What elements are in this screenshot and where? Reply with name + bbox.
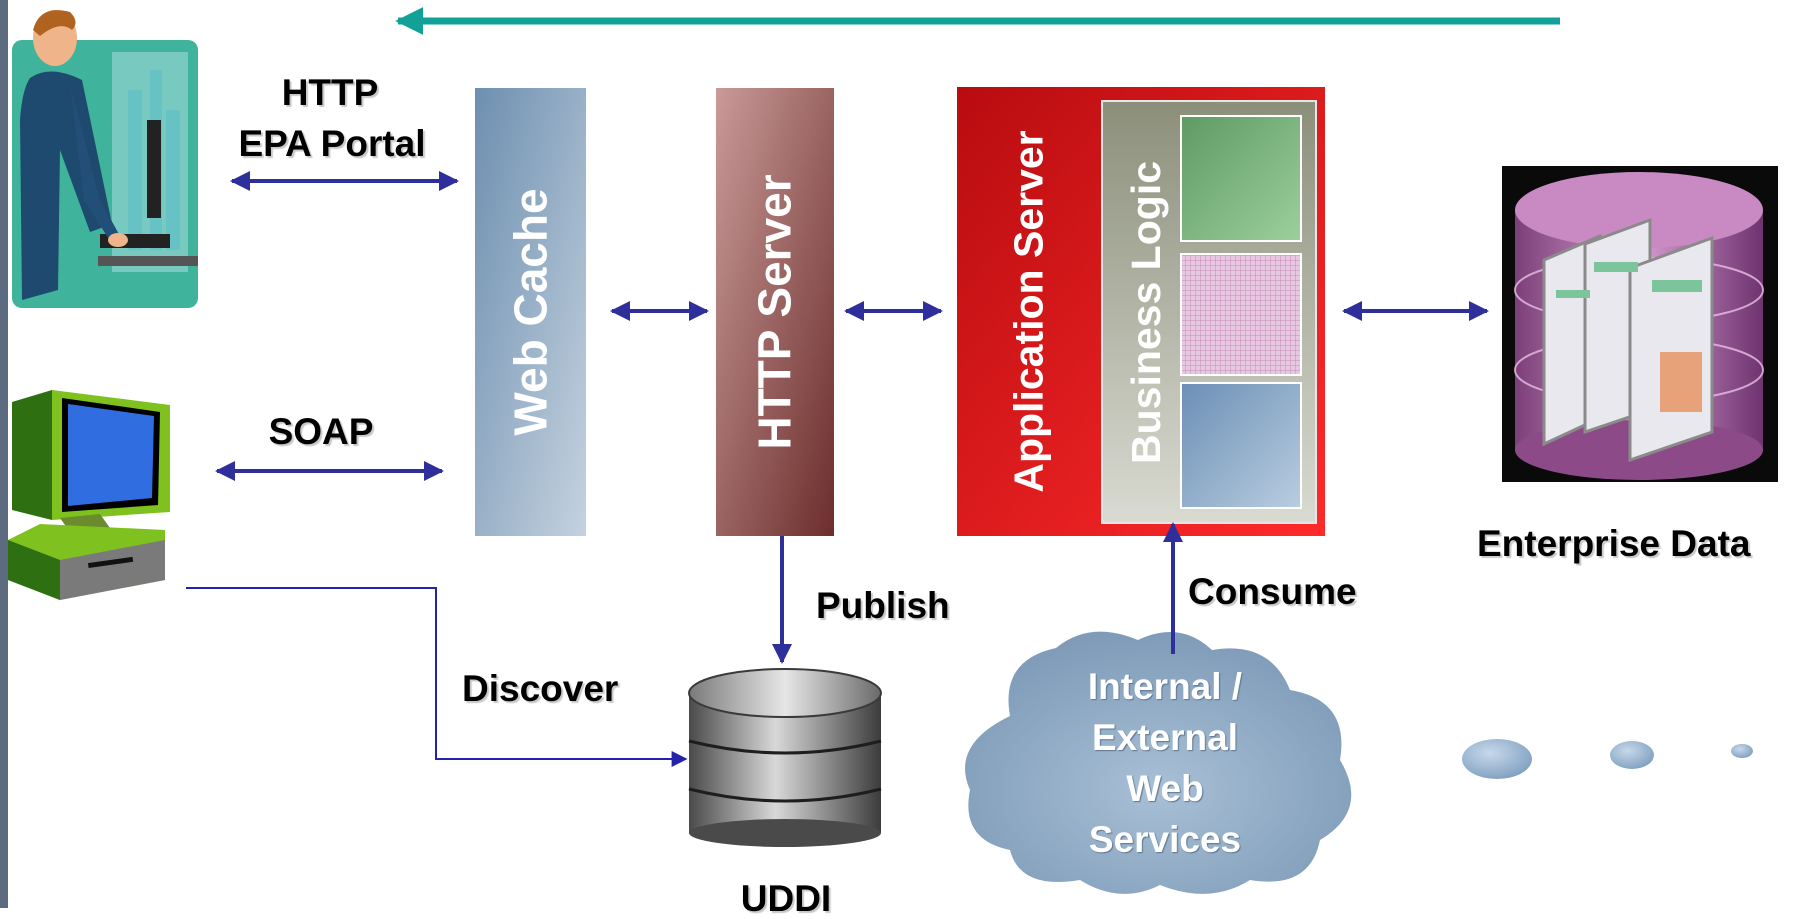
desktop-computer-icon	[8, 390, 170, 600]
epa-portal-label: EPA Portal	[238, 123, 426, 164]
left-edge-strip	[0, 0, 8, 908]
trail-dot-large	[1462, 739, 1532, 779]
application-server-label: Application Server	[1005, 130, 1052, 493]
logic-block-blue	[1180, 382, 1302, 509]
trail-dot-small	[1731, 744, 1753, 758]
discover-arrow	[186, 587, 688, 767]
cloud-icon	[965, 631, 1352, 894]
cloud-label-line-4: Services	[1088, 819, 1242, 860]
cloud-label-line-1: Internal /	[1087, 666, 1243, 707]
web-cache-label: Web Cache	[504, 188, 557, 436]
web-cache-column: Web Cache	[475, 88, 586, 536]
web-cache-box	[475, 88, 586, 536]
publish-label: Publish	[816, 585, 950, 626]
soap-label: SOAP	[268, 411, 374, 452]
cloud-label-line-3: Web	[1126, 768, 1204, 809]
business-logic-column: Business Logic	[1115, 101, 1177, 523]
logic-block-grid	[1180, 253, 1302, 376]
http-server-box	[716, 88, 834, 536]
consume-label: Consume	[1188, 571, 1357, 612]
http-server-label: HTTP Server	[749, 174, 801, 450]
enterprise-data-icon	[1502, 166, 1778, 482]
cloud-label-line-2: External	[1091, 717, 1238, 758]
database-icon	[688, 668, 882, 847]
http-label: HTTP	[281, 72, 379, 113]
uddi-label: UDDI	[740, 878, 832, 919]
person-at-desk-icon	[12, 10, 198, 308]
enterprise-data-label: Enterprise Data	[1477, 523, 1751, 564]
business-logic-label: Business Logic	[1122, 160, 1169, 464]
http-server-column: HTTP Server	[716, 88, 834, 536]
trail-dot-medium	[1610, 741, 1654, 769]
cloud-label: Internal / External Web Services	[1040, 661, 1290, 865]
discover-label: Discover	[462, 668, 619, 709]
logic-block-green	[1180, 115, 1302, 242]
application-server-column: Application Server	[995, 87, 1063, 536]
